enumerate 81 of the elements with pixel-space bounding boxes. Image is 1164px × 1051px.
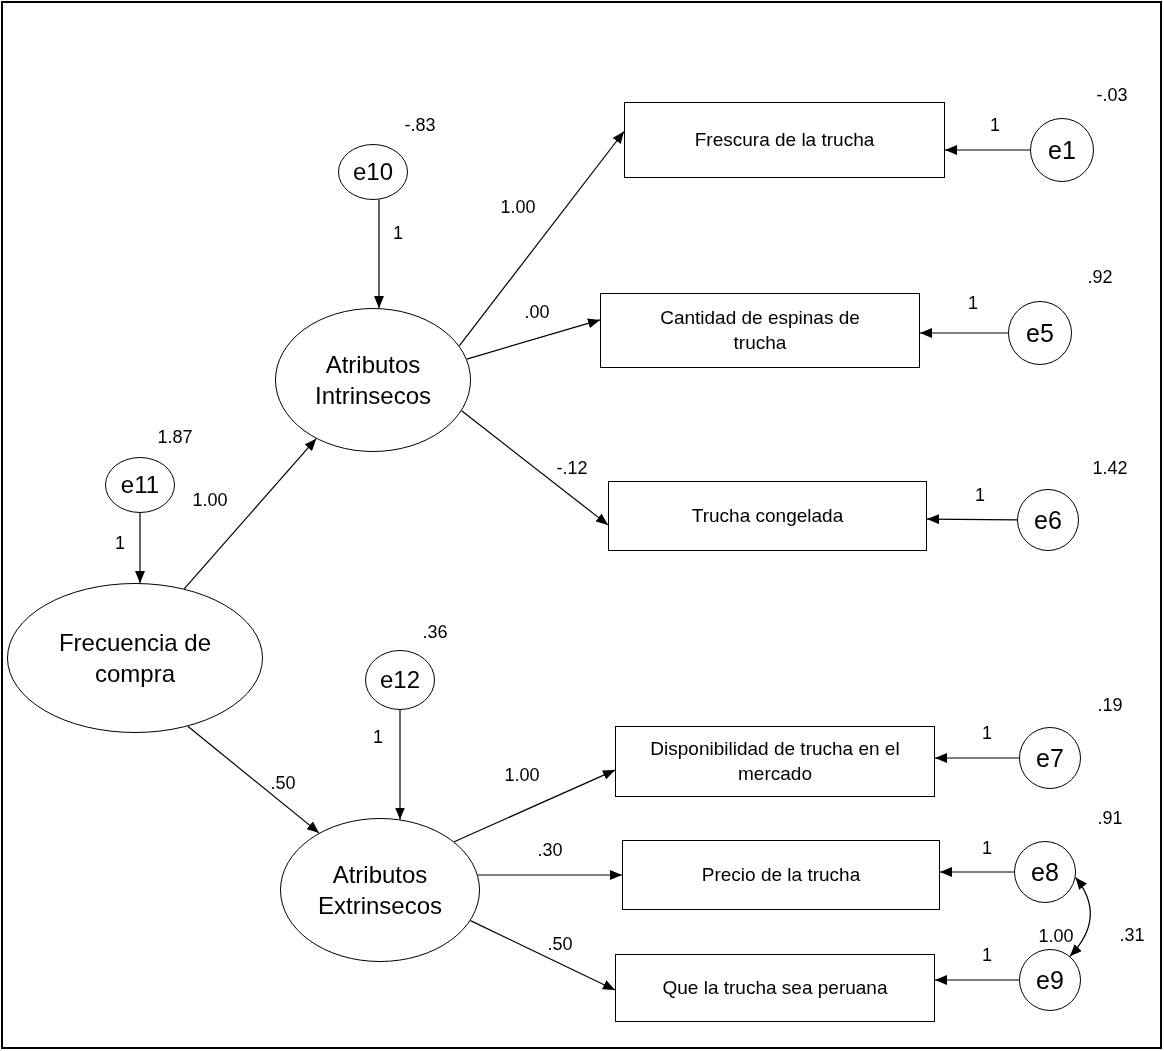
latent-variable-ellipse: [280, 818, 480, 962]
path-arrow: [453, 769, 616, 843]
edge-label: 1: [982, 837, 992, 859]
path-arrow: [461, 410, 609, 526]
edge-label: -.12: [556, 457, 588, 479]
error-circle: [1008, 301, 1072, 365]
error-circle: [1030, 118, 1094, 182]
covariance-arrow: [1069, 876, 1091, 957]
variable-label: Cantidad de espinas de trucha: [659, 305, 861, 355]
variable-label: Atributos Extrinsecos: [316, 859, 443, 921]
error-term-label: e1: [1048, 134, 1076, 166]
error-term-label: e6: [1034, 504, 1062, 536]
error-circle: [338, 144, 408, 200]
error-circle: [1019, 949, 1081, 1011]
edge-label: 1: [968, 292, 978, 314]
path-arrow: [458, 130, 625, 347]
edge-label: 1: [975, 484, 985, 506]
error-term-label: e11: [120, 470, 160, 501]
variable-label: Precio de la trucha: [701, 862, 861, 887]
error-term-label: e9: [1036, 964, 1064, 996]
path-arrow: [939, 867, 1015, 877]
edge-label: 1: [982, 722, 992, 744]
observed-variable-box: [615, 954, 935, 1022]
path-arrow: [934, 975, 1020, 985]
variable-label: Frecuencia de compra: [57, 627, 213, 689]
edge-label: 1.00: [192, 489, 228, 511]
edge-label: 1: [373, 726, 383, 748]
path-arrow: [374, 199, 384, 309]
edge-label: 1: [115, 532, 125, 554]
variance-value: 1.87: [157, 426, 193, 448]
error-circle: [365, 650, 435, 710]
latent-variable-ellipse: [7, 583, 263, 733]
edge-label: 1: [393, 222, 403, 244]
edge-label: 1: [990, 114, 1000, 136]
observed-variable-box: [624, 102, 945, 178]
error-term-label: e12: [379, 665, 420, 696]
edge-label: .00: [524, 301, 550, 323]
variable-label: Que la trucha sea peruana: [662, 975, 888, 1000]
edge-label: 1: [982, 944, 992, 966]
path-arrow: [466, 318, 601, 360]
path-arrow: [934, 753, 1020, 763]
path-arrow: [944, 145, 1031, 155]
path-arrow: [477, 870, 623, 880]
path-arrow: [919, 328, 1009, 338]
error-circle: [105, 457, 175, 513]
variance-value: .91: [1097, 807, 1123, 829]
variance-value: -.03: [1096, 84, 1128, 106]
error-term-label: e8: [1031, 856, 1059, 888]
variance-value: -.83: [404, 114, 436, 136]
error-term-label: e5: [1026, 317, 1054, 349]
error-circle: [1014, 841, 1076, 903]
variance-value: .19: [1097, 694, 1123, 716]
variable-label: Frescura de la trucha: [694, 127, 875, 152]
variable-label: Trucha congelada: [691, 503, 844, 528]
path-arrow: [135, 512, 145, 584]
edge-label: .50: [270, 772, 296, 794]
observed-variable-box: [615, 726, 935, 797]
path-arrow: [395, 709, 405, 821]
path-arrow: [187, 725, 320, 834]
observed-variable-box: [600, 293, 920, 368]
edge-label: 1.00: [500, 196, 536, 218]
error-circle: [1017, 489, 1079, 551]
variable-label: Atributos Intrinsecos: [313, 349, 433, 411]
variance-value: .92: [1087, 266, 1113, 288]
edge-label: .30: [537, 839, 563, 861]
path-arrow: [183, 438, 317, 590]
variance-value: 1.42: [1092, 457, 1128, 479]
edge-label: 1.00: [1038, 925, 1074, 947]
error-term-label: e7: [1036, 742, 1064, 774]
variable-label: Disponibilidad de trucha en el mercado: [649, 736, 901, 786]
variance-value: .31: [1119, 924, 1145, 946]
edge-label: 1.00: [504, 764, 540, 786]
edge-label: .50: [547, 933, 573, 955]
observed-variable-box: [622, 840, 940, 910]
path-arrow: [926, 514, 1018, 525]
path-arrow: [469, 920, 616, 991]
observed-variable-box: [608, 481, 927, 551]
variance-value: .36: [422, 621, 448, 643]
latent-variable-ellipse: [275, 308, 471, 452]
error-circle: [1019, 727, 1081, 789]
error-term-label: e10: [352, 157, 393, 188]
